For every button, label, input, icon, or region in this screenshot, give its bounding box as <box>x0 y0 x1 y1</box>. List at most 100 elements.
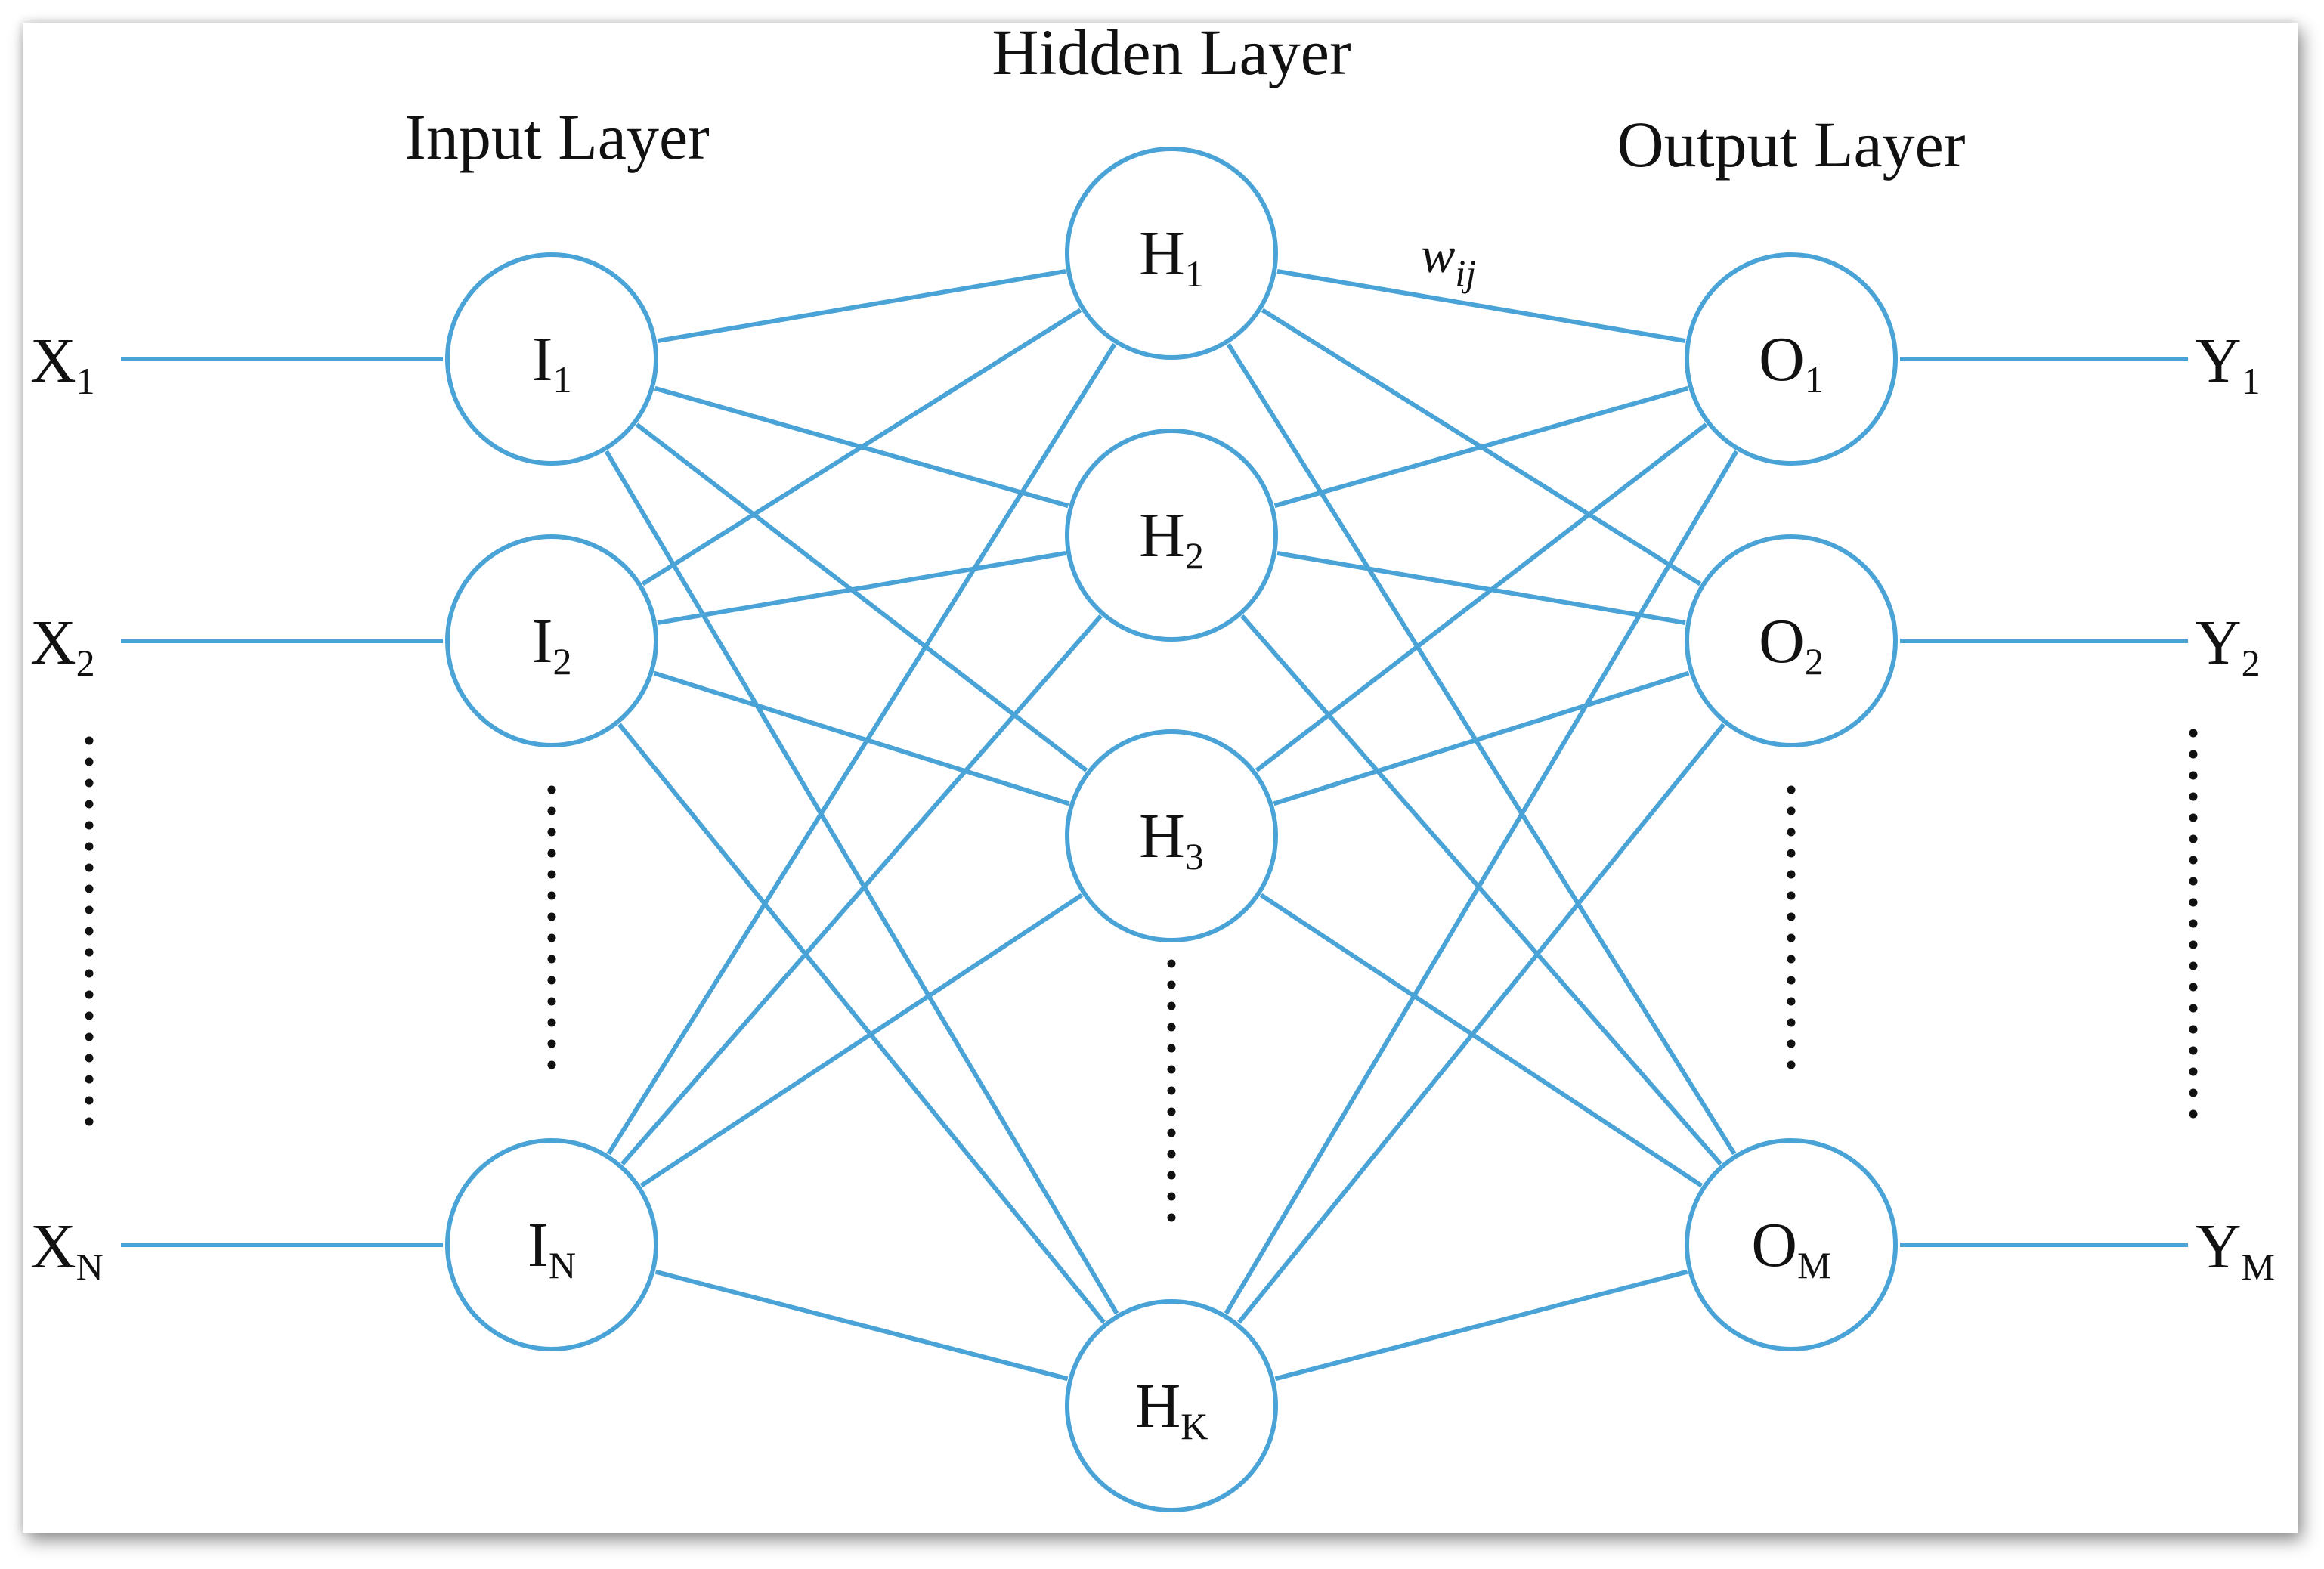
edge-i1-h3 <box>635 422 1088 772</box>
edge-i3-h4 <box>654 1269 1069 1382</box>
input-label-2-base: X <box>30 608 76 678</box>
input-node-1-circle <box>445 252 658 466</box>
weight-label: wij <box>1421 226 1476 294</box>
hidden-node-2-label-base: H <box>1139 500 1185 571</box>
edge-h3-o2 <box>1273 670 1690 806</box>
output-node-1-circle <box>1685 252 1898 466</box>
output-node-2-label-sub: 2 <box>1805 640 1824 682</box>
input-node-3-label: IN <box>528 1210 576 1286</box>
output-label-2: Y2 <box>2196 608 2261 684</box>
output-node-3-label-sub: M <box>1797 1244 1830 1286</box>
input-node-1-label-base: I <box>532 324 553 395</box>
edge-i2-h2 <box>657 550 1066 626</box>
input-node-2-label: I2 <box>532 606 572 682</box>
output-label-2-base: Y <box>2196 608 2242 678</box>
edge-h4-o1 <box>1224 450 1739 1315</box>
hidden-node-2-label-sub: 2 <box>1185 534 1204 577</box>
hidden-node-2-label: H2 <box>1139 500 1204 577</box>
edge-h4-o3 <box>1274 1269 1688 1382</box>
input-label-2-sub: 2 <box>76 642 95 684</box>
hidden-output-edges <box>1224 268 1739 1382</box>
hidden-node-3-label-sub: 3 <box>1185 835 1204 877</box>
edge-h1-o1 <box>1276 268 1686 344</box>
output-node-dots <box>1787 785 1796 1069</box>
input-node-1-label: I1 <box>532 324 572 401</box>
output-node-3-label: OM <box>1751 1210 1830 1286</box>
output-node-1-label: O1 <box>1759 324 1824 401</box>
edge-h2-o1 <box>1273 385 1689 509</box>
hidden-node-3-label-base: H <box>1139 801 1185 871</box>
hidden-node-4-circle <box>1065 1299 1278 1512</box>
edge-i3-h3 <box>639 893 1084 1188</box>
hidden-node-1: H1 <box>1065 147 1278 360</box>
hidden-node-4-label: HK <box>1135 1371 1208 1447</box>
output-label-1-sub: 1 <box>2242 360 2261 402</box>
output-label-1-base: Y <box>2196 326 2242 396</box>
input-label-3: XN <box>30 1212 104 1288</box>
hidden-node-3: H3 <box>1065 729 1278 942</box>
output-node-1-label-sub: 1 <box>1805 358 1824 401</box>
output-label-3-base: Y <box>2196 1212 2242 1282</box>
edge-i3-h2 <box>620 614 1103 1166</box>
output-node-1-label-base: O <box>1759 324 1805 395</box>
ellipsis-dots <box>85 729 2198 1222</box>
hidden-node-1-label: H1 <box>1139 218 1204 295</box>
output-node-2: O2 <box>1685 534 1898 747</box>
edge-h3-o3 <box>1259 893 1704 1188</box>
output-node-2-label: O2 <box>1759 606 1824 682</box>
edge-i2-h3 <box>653 670 1070 806</box>
edge-i3-h1 <box>606 342 1117 1156</box>
hidden-node-dots <box>1167 959 1176 1222</box>
weight-label-sub: ij <box>1455 252 1476 294</box>
weight-label-base: w <box>1421 226 1455 283</box>
input-label-1: X1 <box>30 326 95 402</box>
hidden-node-2: H2 <box>1065 429 1278 642</box>
edge-h2-o2 <box>1276 550 1686 626</box>
input-label-3-sub: N <box>76 1246 104 1288</box>
edge-h2-o3 <box>1240 614 1722 1166</box>
edge-i2-h1 <box>641 308 1082 586</box>
input-label-3-base: X <box>30 1212 76 1282</box>
output-node-3-label-base: O <box>1751 1210 1797 1280</box>
hidden-node-1-label-sub: 1 <box>1185 252 1204 295</box>
output-label-2-sub: 2 <box>2242 642 2261 684</box>
edge-h3-o1 <box>1255 422 1708 772</box>
input-node-3: IN <box>445 1138 658 1351</box>
figure-card: Input Layer Hidden Layer Output Layer I1… <box>23 23 2298 1533</box>
input-edges <box>121 357 444 1247</box>
input-node-1: I1 <box>445 252 658 466</box>
edge-i2-h4 <box>617 723 1106 1324</box>
input-node-2: I2 <box>445 534 658 747</box>
hidden-node-4-label-sub: K <box>1181 1405 1208 1447</box>
edge-i1-h4 <box>604 450 1119 1315</box>
hidden-node-3-circle <box>1065 729 1278 942</box>
input-node-3-label-sub: N <box>549 1244 576 1286</box>
output-layer-title: Output Layer <box>1617 108 1966 181</box>
output-node-3: OM <box>1685 1138 1898 1351</box>
output-label-3-sub: M <box>2242 1246 2275 1288</box>
output-node-1: O1 <box>1685 252 1898 466</box>
neural-network-diagram: Input Layer Hidden Layer Output Layer I1… <box>30 23 2275 1512</box>
input-node-2-circle <box>445 534 658 747</box>
hidden-node-2-circle <box>1065 429 1278 642</box>
output-y-dots <box>2189 729 2198 1119</box>
hidden-node-4-label-base: H <box>1135 1371 1181 1441</box>
output-node-3-circle <box>1685 1138 1898 1351</box>
output-node-2-circle <box>1685 534 1898 747</box>
input-hidden-edges <box>604 268 1119 1382</box>
input-label-1-base: X <box>30 326 76 396</box>
input-label-1-sub: 1 <box>76 360 95 402</box>
edge-h4-o2 <box>1237 723 1725 1324</box>
input-node-1-label-sub: 1 <box>552 358 571 401</box>
hidden-node-3-label: H3 <box>1139 801 1204 877</box>
output-label-3: YM <box>2196 1212 2275 1288</box>
edge-h1-o3 <box>1226 342 1737 1156</box>
edge-i1-h1 <box>657 268 1066 344</box>
input-layer-title: Input Layer <box>404 101 710 173</box>
hidden-layer-title: Hidden Layer <box>992 23 1351 88</box>
hidden-node-1-circle <box>1065 147 1278 360</box>
input-label-2: X2 <box>30 608 95 684</box>
output-node-2-label-base: O <box>1759 606 1805 676</box>
hidden-node-1-label-base: H <box>1139 218 1185 289</box>
